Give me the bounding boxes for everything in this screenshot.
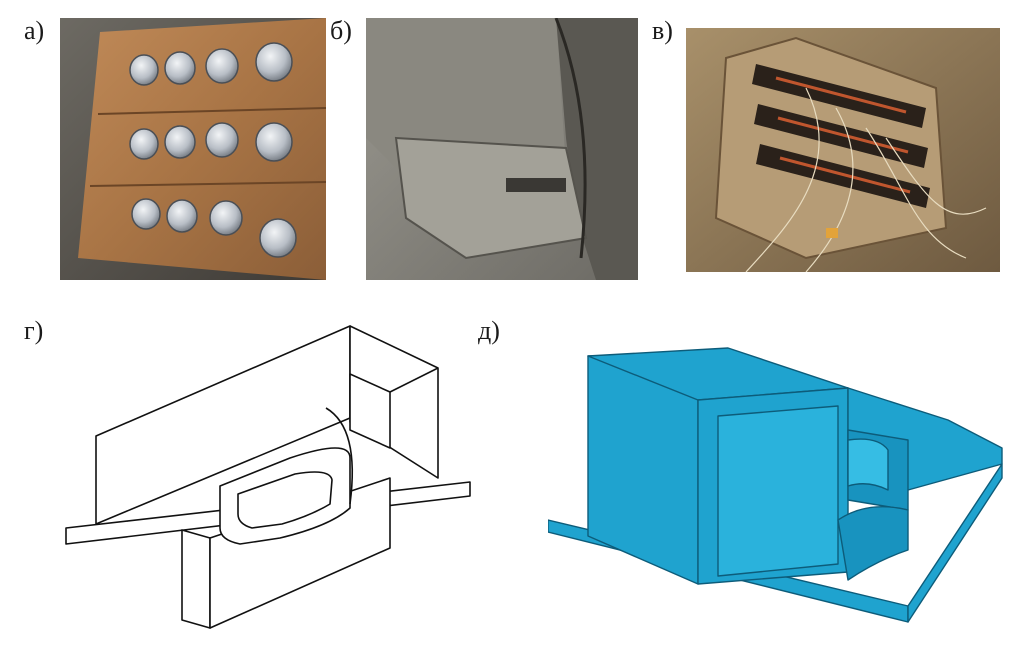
photo-bolted-plate bbox=[60, 18, 326, 280]
panel-label-g: г) bbox=[24, 316, 44, 345]
panel-label-a: а) bbox=[24, 16, 45, 45]
photo-instrumented-joint bbox=[686, 28, 1000, 272]
photo-concrete-detail bbox=[366, 18, 638, 280]
panel-label-b: б) bbox=[330, 16, 352, 45]
fe-model-joint bbox=[548, 340, 1008, 630]
panel-label-v: в) bbox=[652, 16, 673, 45]
panel-label-d: д) bbox=[478, 316, 500, 345]
line-drawing-joint bbox=[60, 318, 480, 636]
